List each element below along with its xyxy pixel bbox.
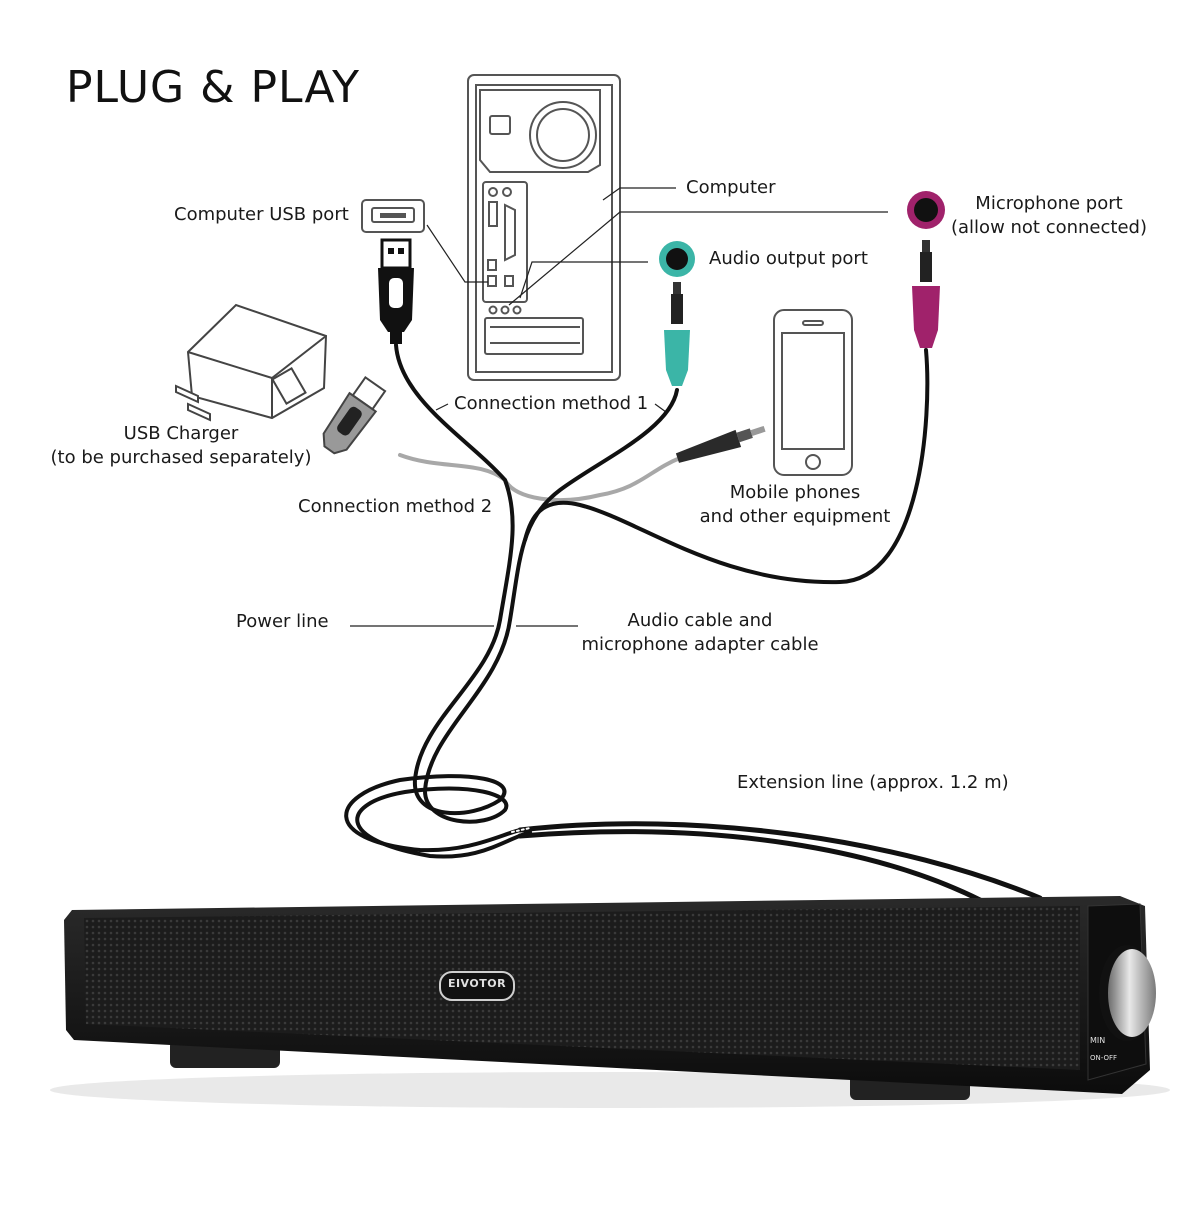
audio-jack-plug-icon: [664, 282, 690, 386]
power-line-label: Power line: [236, 611, 329, 632]
usb-port-label: Computer USB port: [174, 204, 349, 225]
mic-port-label-line1: Microphone port: [975, 193, 1123, 214]
usb-charger-label: USB Charger (to be purchased separately): [50, 422, 312, 470]
speaker-bar: [50, 896, 1170, 1108]
computer-tower: [467, 74, 621, 381]
cables: [344, 343, 1043, 903]
mobile-label-line1: Mobile phones: [729, 482, 861, 503]
usb-port-icon: [361, 199, 425, 233]
mic-port-label: Microphone port (allow not connected): [948, 192, 1150, 240]
mobile-phone-icon: [773, 309, 853, 476]
mobile-label-line2: and other equipment: [699, 506, 891, 527]
usb-charger-icon: [175, 303, 328, 422]
knob-onoff-label: ON-OFF: [1090, 1054, 1118, 1062]
mic-port-icon: [907, 191, 945, 229]
phone-jack-plug-icon: [675, 425, 766, 463]
audio-cable-label-line2: microphone adapter cable: [581, 634, 819, 655]
connection-method-1-label: Connection method 1: [454, 393, 649, 414]
leader-lines: [350, 187, 888, 627]
audio-output-label: Audio output port: [709, 248, 868, 269]
brand-logo: EIVOTOR: [447, 977, 507, 990]
page-title: PLUG & PLAY: [66, 62, 361, 113]
extension-line-label: Extension line (approx. 1.2 m): [737, 772, 1009, 793]
usb-plug-icon: [378, 238, 414, 344]
audio-cable-label-line1: Audio cable and: [627, 610, 773, 631]
connection-method-2-label: Connection method 2: [298, 496, 493, 517]
audio-cable-label: Audio cable and microphone adapter cable: [578, 609, 822, 657]
charger-usb-plug-icon: [322, 376, 387, 455]
knob-min-label: MIN: [1090, 1036, 1106, 1045]
audio-output-port-icon: [659, 241, 695, 277]
computer-label: Computer: [686, 177, 776, 198]
usb-charger-label-line2: (to be purchased separately): [50, 447, 312, 468]
volume-knob[interactable]: [1100, 950, 1140, 1040]
mic-port-label-line2: (allow not connected): [951, 217, 1147, 238]
mic-jack-plug-icon: [912, 240, 940, 348]
usb-charger-label-line1: USB Charger: [123, 423, 239, 444]
mobile-label: Mobile phones and other equipment: [695, 481, 895, 529]
